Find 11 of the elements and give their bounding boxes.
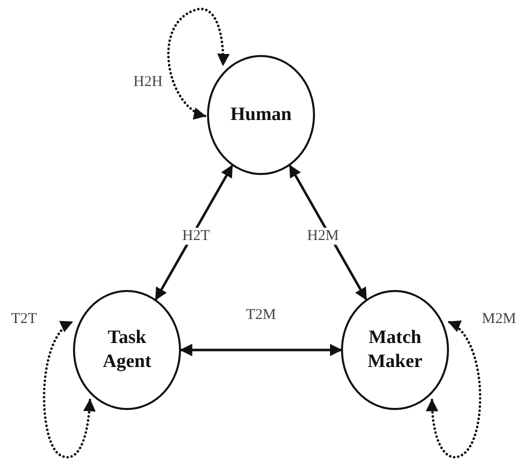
node-label: Task Agent [102, 326, 152, 374]
node-label: Human [229, 103, 293, 127]
arrow [154, 164, 234, 300]
arrow [180, 344, 342, 356]
self-loop-arrow [426, 320, 482, 458]
node-label: Match Maker [366, 326, 424, 374]
self-loop-arrow [42, 320, 96, 458]
edge-label: H2M [306, 228, 340, 244]
self-loop-arrow [167, 8, 230, 118]
arrow [288, 164, 368, 300]
edge-label: H2T [181, 228, 211, 244]
